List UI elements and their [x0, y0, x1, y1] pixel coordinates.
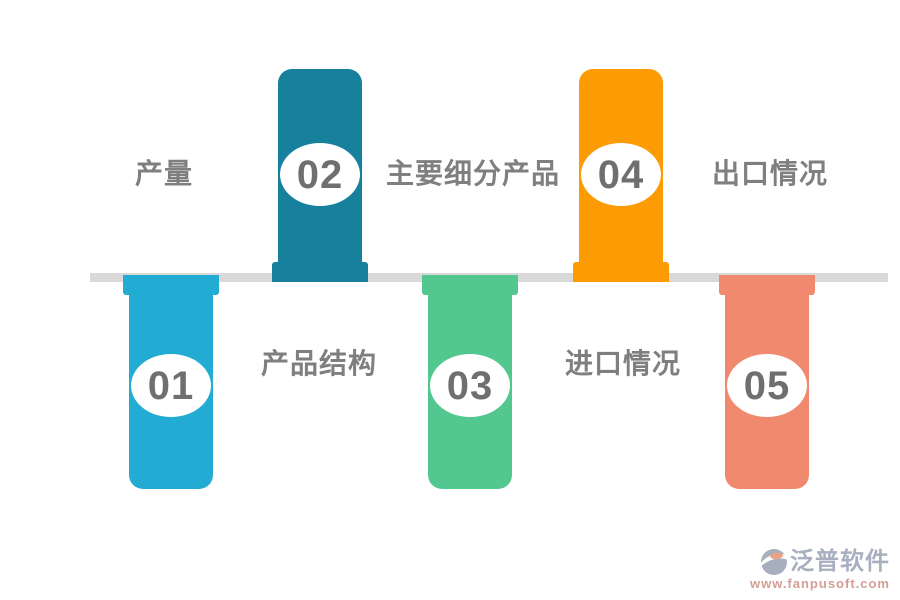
step-number-02: 02 [296, 152, 344, 197]
step-number-04: 04 [597, 152, 645, 197]
tube-03-number-badge: 03 [430, 354, 510, 417]
tube-05-number-badge: 05 [727, 354, 807, 417]
step-number-01: 01 [147, 363, 195, 408]
brand-row: 泛普软件 [760, 548, 890, 576]
tube-01-label: 产量 [134, 158, 193, 189]
tube-04-label: 进口情况 [564, 348, 681, 379]
tube-02-number-badge: 02 [280, 143, 360, 206]
tube-01-number-badge: 01 [131, 354, 211, 417]
brand-name: 泛普软件 [790, 548, 890, 575]
tube-03-label: 主要细分产品 [385, 158, 560, 189]
tube-05-label: 出口情况 [711, 158, 828, 189]
step-number-05: 05 [743, 363, 791, 408]
tube-04-number-badge: 04 [581, 143, 661, 206]
fanpu-logo-icon [760, 548, 788, 576]
tube-02-label: 产品结构 [260, 348, 377, 379]
brand-watermark: 泛普软件 www.fanpusoft.com [750, 548, 890, 591]
brand-url: www.fanpusoft.com [749, 576, 890, 591]
step-number-03: 03 [446, 363, 494, 408]
